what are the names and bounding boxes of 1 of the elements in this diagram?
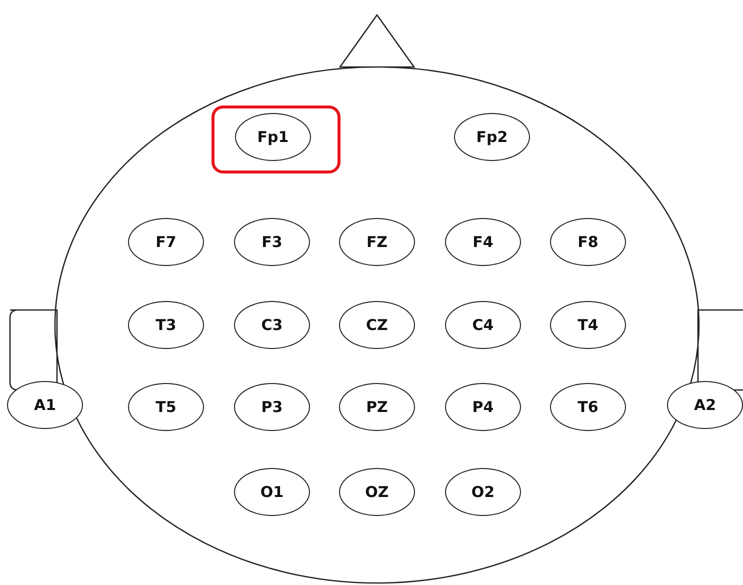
- electrode-node: A1: [7, 381, 83, 429]
